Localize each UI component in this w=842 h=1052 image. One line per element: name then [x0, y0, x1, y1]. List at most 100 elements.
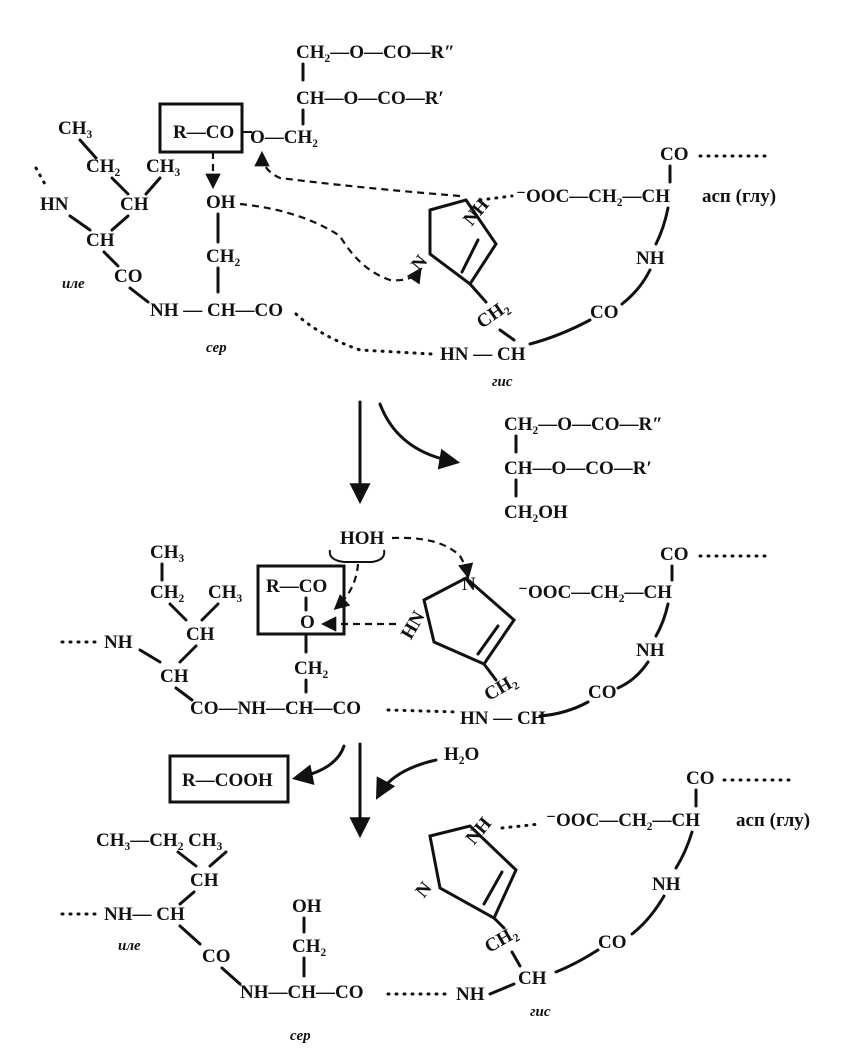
bond: [220, 966, 242, 986]
asp-co: CO: [598, 932, 627, 953]
bond: [674, 830, 694, 870]
imidazole-ring: [422, 576, 516, 666]
his-nh: NH: [462, 813, 497, 849]
bond: [482, 662, 498, 682]
ile-ch-alpha: CH: [86, 230, 115, 251]
his-n: N: [462, 574, 476, 595]
diglyceride-release-arrow: [378, 402, 461, 470]
ile-ch: CH: [120, 194, 149, 215]
ile-nh: HN: [40, 194, 69, 215]
glycerol-ch2-top: CH₂—O—CO—R″: [296, 42, 455, 63]
asp-carboxylate: ⁻OOC—CH₂—CH: [546, 810, 700, 831]
water-in: H₂O: [444, 744, 479, 765]
his-label: гис: [530, 1004, 551, 1020]
his-backbone: HN — CH: [460, 708, 546, 729]
backbone-dots: [386, 708, 460, 714]
ser-backbone: NH—CH—CO: [240, 982, 364, 1003]
his-n: N: [411, 878, 436, 902]
asp-co-top: CO: [660, 144, 689, 165]
proton-abstraction-arrow: [239, 202, 422, 285]
ser-ch2: CH₂: [292, 936, 327, 957]
bond: [482, 870, 504, 906]
water-proton-arrow: [391, 536, 474, 580]
his-ch2: CH₂: [481, 670, 521, 705]
asp-carboxylate: ⁻OOC—CH₂—CH: [516, 186, 670, 207]
bond: [176, 850, 198, 868]
asp-co-top: CO: [660, 544, 689, 565]
water-attack-arrow: [333, 563, 360, 611]
acid-product: R—COOH: [182, 770, 273, 791]
ile-ch3-a: CH₃: [58, 118, 93, 139]
ser-label: сер: [206, 340, 227, 356]
ile-nh-ch: NH— CH: [104, 904, 185, 925]
bond: [488, 982, 516, 996]
bond: [468, 282, 488, 304]
asp-co: CO: [588, 682, 617, 703]
bond: [476, 624, 500, 656]
proton-transfer-arrow: [254, 150, 461, 198]
stage2-acyl-enzyme: HOH R—CO O CH₂ CO—NH—CH—CO CH₃ CH₂ CH₃ C…: [60, 528, 770, 729]
bond: [144, 176, 162, 196]
chain-continuation-dots: [34, 166, 48, 188]
ile-nh: NH: [104, 632, 133, 653]
his-backbone: HN — CH: [440, 344, 526, 365]
ile-ch-alpha: CH: [160, 666, 189, 687]
h-bond-dots: [478, 194, 514, 202]
diglyceride-line2: CH—O—CO—R′: [504, 458, 652, 479]
acyl-box: [158, 102, 244, 154]
his-hn: HN: [397, 607, 430, 642]
glycerol-ch-mid: CH—O—CO—R′: [296, 88, 444, 109]
asp-carboxylate: ⁻OOC—CH₂—CH: [518, 582, 672, 603]
bond: [168, 602, 188, 622]
water-molecule: HOH: [340, 528, 385, 549]
bond: [138, 648, 162, 664]
his-nh-backbone: NH: [456, 984, 485, 1005]
imidazole-ring: [428, 198, 498, 287]
asp-nh: NH: [636, 248, 665, 269]
asp-co: CO: [590, 302, 619, 323]
bond: [654, 602, 670, 638]
glycerol-ester-oxygen: O—CH₂: [250, 127, 318, 148]
water-entry-arrow: [376, 758, 438, 800]
bond: [78, 138, 98, 160]
stage1-complex: CH₂—O—CO—R″ CH—O—CO—R′ O—CH₂ R—CO OH CH₂…: [34, 42, 776, 390]
bond: [68, 214, 92, 232]
bond: [174, 686, 194, 702]
bond: [554, 948, 600, 974]
diglyceride-line1: CH₂—O—CO—R″: [504, 414, 663, 435]
ser-label: сер: [290, 1028, 311, 1044]
bond: [620, 268, 652, 306]
asp-nh: NH: [652, 874, 681, 895]
acid-product-box: [168, 754, 290, 804]
his-ch2: CH₂: [481, 922, 521, 957]
bond: [538, 700, 590, 718]
bond: [200, 602, 220, 622]
acyl-backbone: CO—NH—CH—CO: [190, 698, 361, 719]
bond: [460, 238, 480, 274]
acyl-group: R—CO: [173, 122, 234, 143]
diglyceride-product: CH₂—O—CO—R″ CH—O—CO—R′ CH₂OH: [504, 414, 663, 523]
ser-oh: OH: [292, 896, 322, 917]
asp-nh: NH: [636, 640, 665, 661]
ile-ch: CH: [190, 870, 219, 891]
bond: [128, 286, 150, 304]
bond: [654, 206, 670, 246]
backbone-dots: [294, 312, 434, 356]
ser-backbone: NH — CH—CO: [150, 300, 283, 321]
diglyceride-line3: CH₂OH: [504, 502, 568, 523]
bond: [178, 890, 196, 906]
ser-oh: OH: [206, 192, 236, 213]
acid-release-arrow: [291, 744, 346, 785]
bond: [498, 328, 516, 342]
asp-label: асп (глу): [736, 810, 810, 831]
ile-co: CO: [114, 266, 143, 287]
ile-side-chain: CH₃—CH₂ CH₃: [96, 830, 223, 851]
ile-co: CO: [202, 946, 231, 967]
bond: [510, 950, 522, 968]
bond: [208, 850, 228, 868]
ile-ch2: CH₂: [150, 582, 185, 603]
ser-ch2: CH₂: [206, 246, 241, 267]
bond: [110, 214, 130, 232]
ser-ch2: CH₂: [294, 658, 329, 679]
